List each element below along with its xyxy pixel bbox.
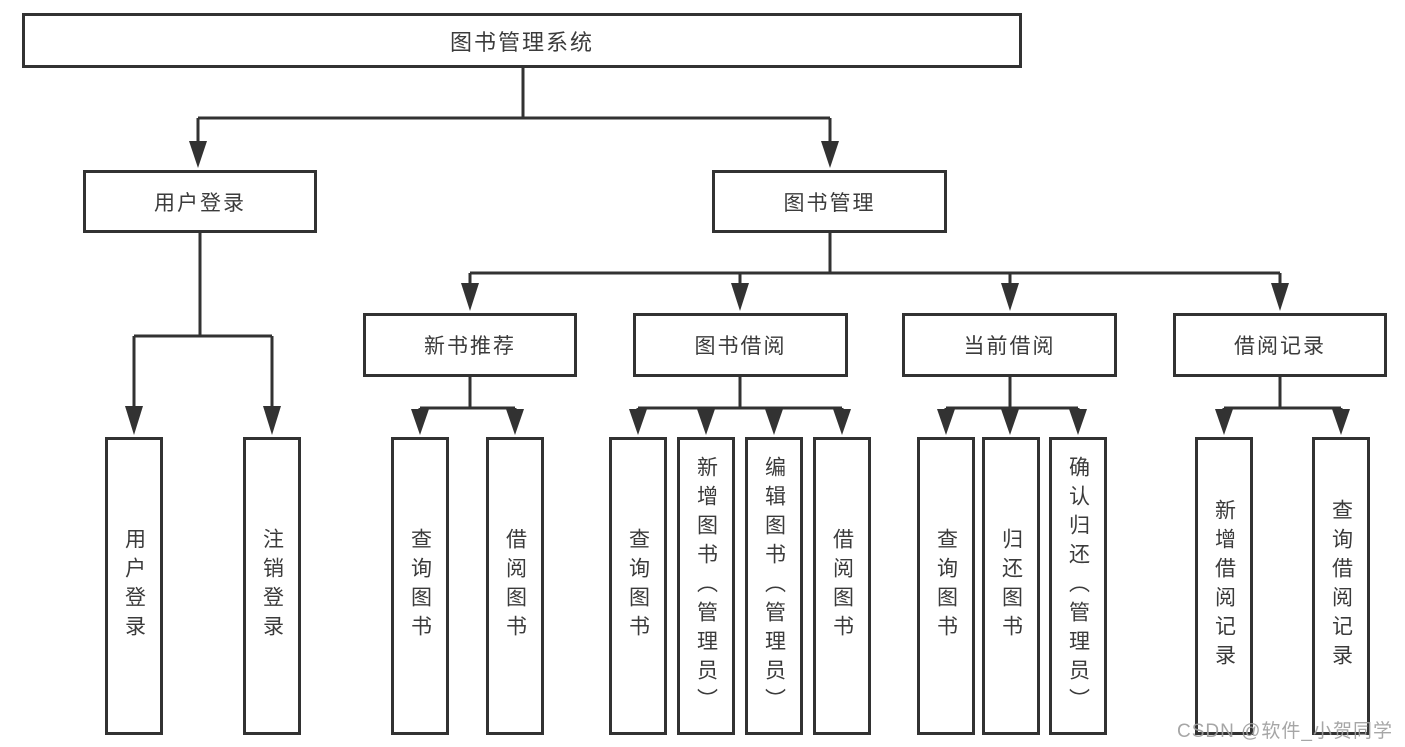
leaf-add-borrow-record: 新增借阅记录 <box>1195 437 1253 735</box>
node-label: 借阅图书 <box>503 528 527 644</box>
node-user-login: 用户登录 <box>83 170 317 233</box>
node-label: 注销登录 <box>260 528 284 644</box>
leaf-logout: 注销登录 <box>243 437 301 735</box>
leaf-query-borrow-record: 查询借阅记录 <box>1312 437 1370 735</box>
leaf-user-login: 用户登录 <box>105 437 163 735</box>
node-label: 查询图书 <box>408 528 432 644</box>
node-label: 用户登录 <box>154 191 246 215</box>
leaf-query-books-borrow: 查询图书 <box>609 437 667 735</box>
node-label: 新书推荐 <box>424 335 516 358</box>
leaf-return-books: 归还图书 <box>982 437 1040 735</box>
csdn-watermark: CSDN @软件_小贺同学 <box>1177 721 1393 742</box>
node-label: 用户登录 <box>122 528 146 644</box>
node-label: 查询图书 <box>626 528 650 644</box>
node-label: 查询图书 <box>934 528 958 644</box>
leaf-query-books-recommend: 查询图书 <box>391 437 449 735</box>
node-label: 新增图书（管理员） <box>694 455 718 717</box>
leaf-edit-books-admin: 编辑图书（管理员） <box>745 437 803 735</box>
node-new-book-recommend: 新书推荐 <box>363 313 577 377</box>
leaf-borrow-books-recommend: 借阅图书 <box>486 437 544 735</box>
node-label: 查询借阅记录 <box>1329 499 1353 673</box>
leaf-query-books-current: 查询图书 <box>917 437 975 735</box>
node-label: 归还图书 <box>999 528 1023 644</box>
node-borrow-records: 借阅记录 <box>1173 313 1387 377</box>
node-current-borrow: 当前借阅 <box>902 313 1117 377</box>
node-label: 当前借阅 <box>963 335 1056 358</box>
node-label: 新增借阅记录 <box>1212 499 1236 673</box>
node-label: 确认归还（管理员） <box>1066 455 1090 717</box>
node-label: 编辑图书（管理员） <box>762 455 786 717</box>
leaf-add-books-admin: 新增图书（管理员） <box>677 437 735 735</box>
arrowheads <box>125 141 1350 435</box>
node-label: 借阅记录 <box>1234 335 1326 358</box>
tree-edges <box>132 68 1343 411</box>
leaf-confirm-return-admin: 确认归还（管理员） <box>1049 437 1107 735</box>
node-label: 借阅图书 <box>830 528 854 644</box>
node-library-management-system: 图书管理系统 <box>22 13 1022 68</box>
node-label: 图书借阅 <box>694 335 787 358</box>
node-label: 图书管理系统 <box>449 29 594 55</box>
leaf-borrow-books: 借阅图书 <box>813 437 871 735</box>
node-book-management: 图书管理 <box>712 170 947 233</box>
node-label: 图书管理 <box>783 191 876 215</box>
node-book-borrow: 图书借阅 <box>633 313 848 377</box>
